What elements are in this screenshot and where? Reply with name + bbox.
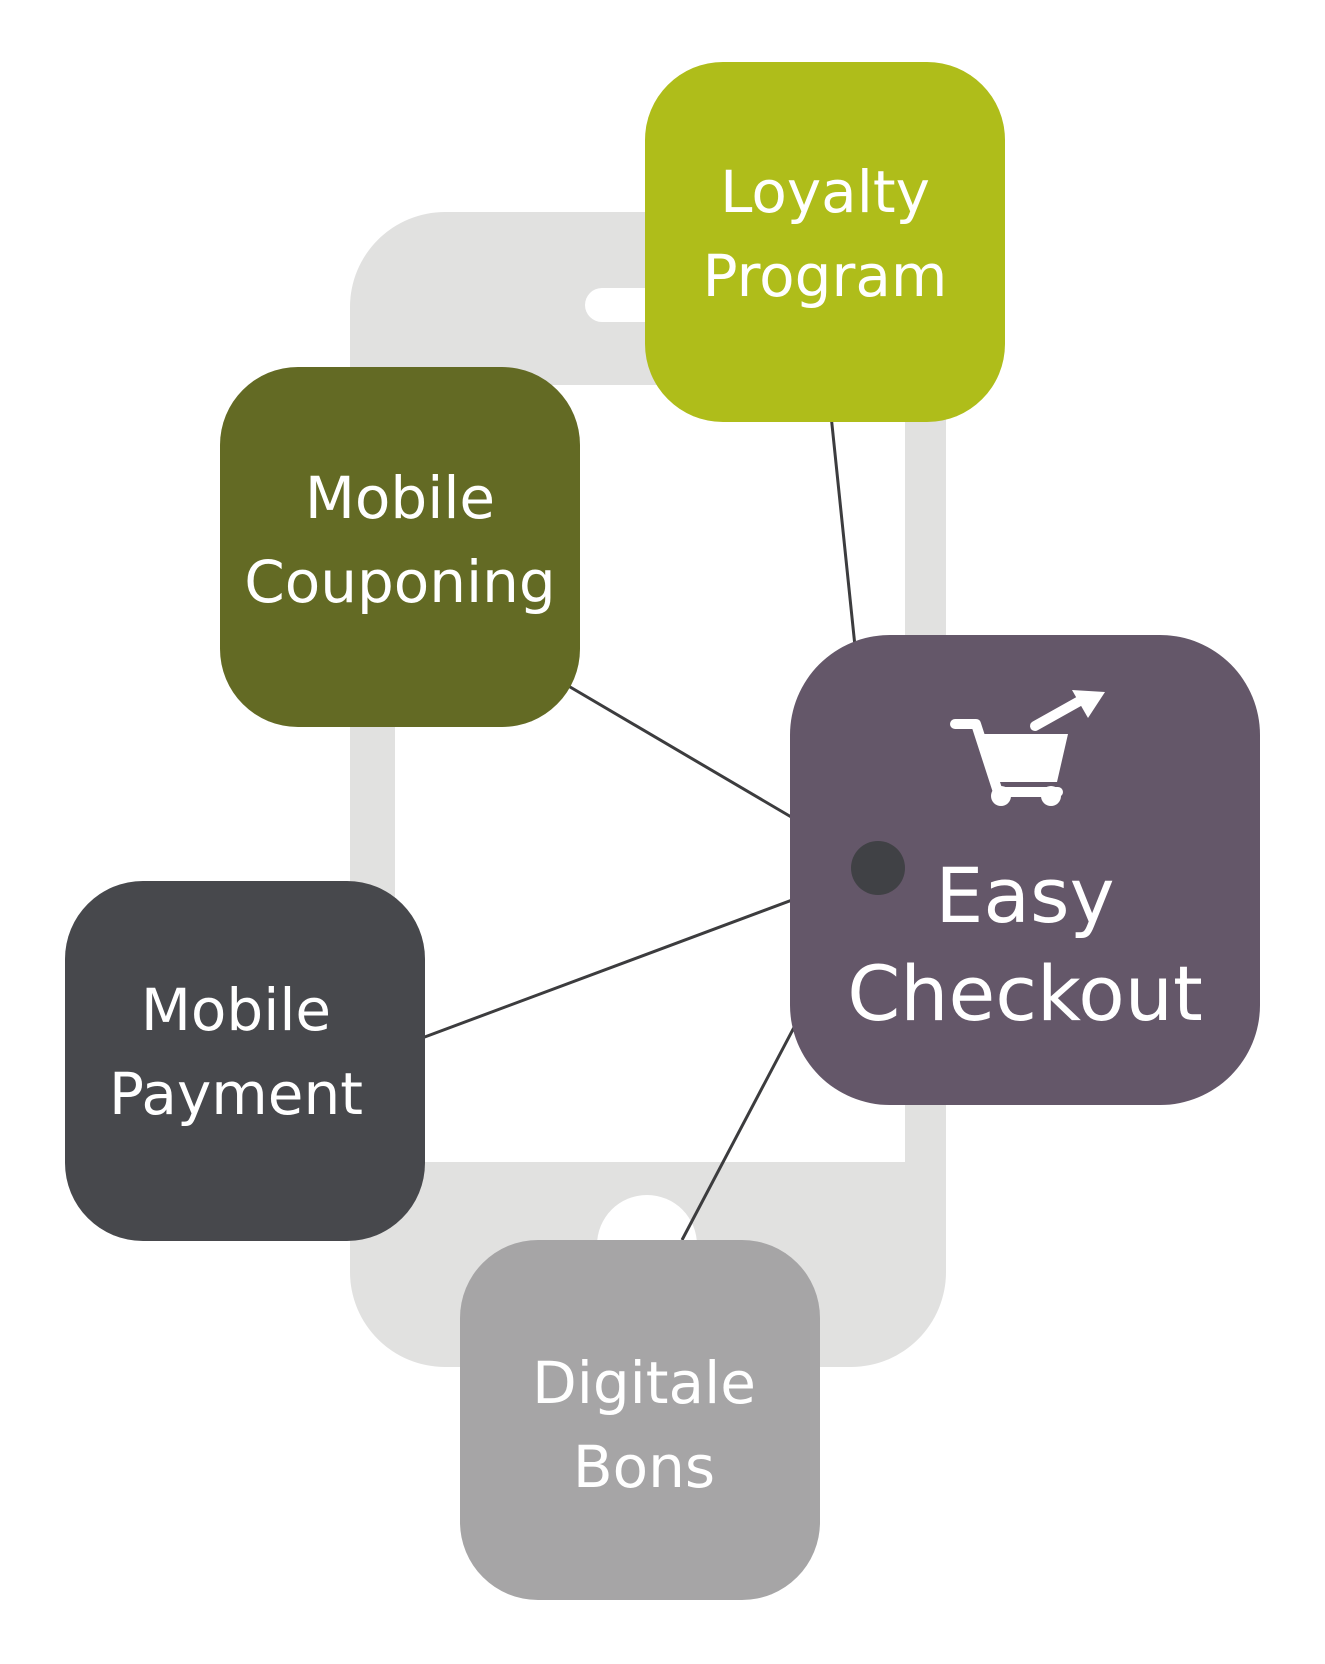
- digitale-bons-label-line1: Digitale: [532, 1349, 756, 1417]
- mobile-couponing-node: Mobile Couponing: [220, 367, 580, 727]
- mobile-payment-tile: [65, 881, 425, 1241]
- loyalty-program-label-line1: Loyalty: [720, 158, 930, 226]
- mobile-couponing-label-line1: Mobile: [305, 464, 495, 532]
- easy-checkout-node: Easy Checkout: [790, 635, 1260, 1105]
- mobile-payment-label-line2: Payment: [109, 1060, 363, 1128]
- digitale-bons-node: Digitale Bons: [460, 1240, 820, 1600]
- easy-checkout-label-line1: Easy: [935, 851, 1114, 940]
- mobile-payment-label-line1: Mobile: [141, 976, 331, 1044]
- loyalty-program-tile: [645, 62, 1005, 422]
- loyalty-program-node: Loyalty Program: [645, 62, 1005, 422]
- easy-checkout-label-line2: Checkout: [847, 949, 1203, 1038]
- loyalty-program-label-line2: Program: [703, 242, 948, 310]
- easy-checkout-tile: [790, 635, 1260, 1105]
- shopping-cart-arrow-icon: [950, 690, 1105, 806]
- mobile-couponing-tile: [220, 367, 580, 727]
- mobile-couponing-label-line2: Couponing: [244, 548, 556, 616]
- digitale-bons-tile: [460, 1240, 820, 1600]
- digitale-bons-label-line2: Bons: [573, 1433, 715, 1501]
- mobile-payment-node: Mobile Payment: [65, 881, 425, 1241]
- connector-hub: [851, 841, 905, 895]
